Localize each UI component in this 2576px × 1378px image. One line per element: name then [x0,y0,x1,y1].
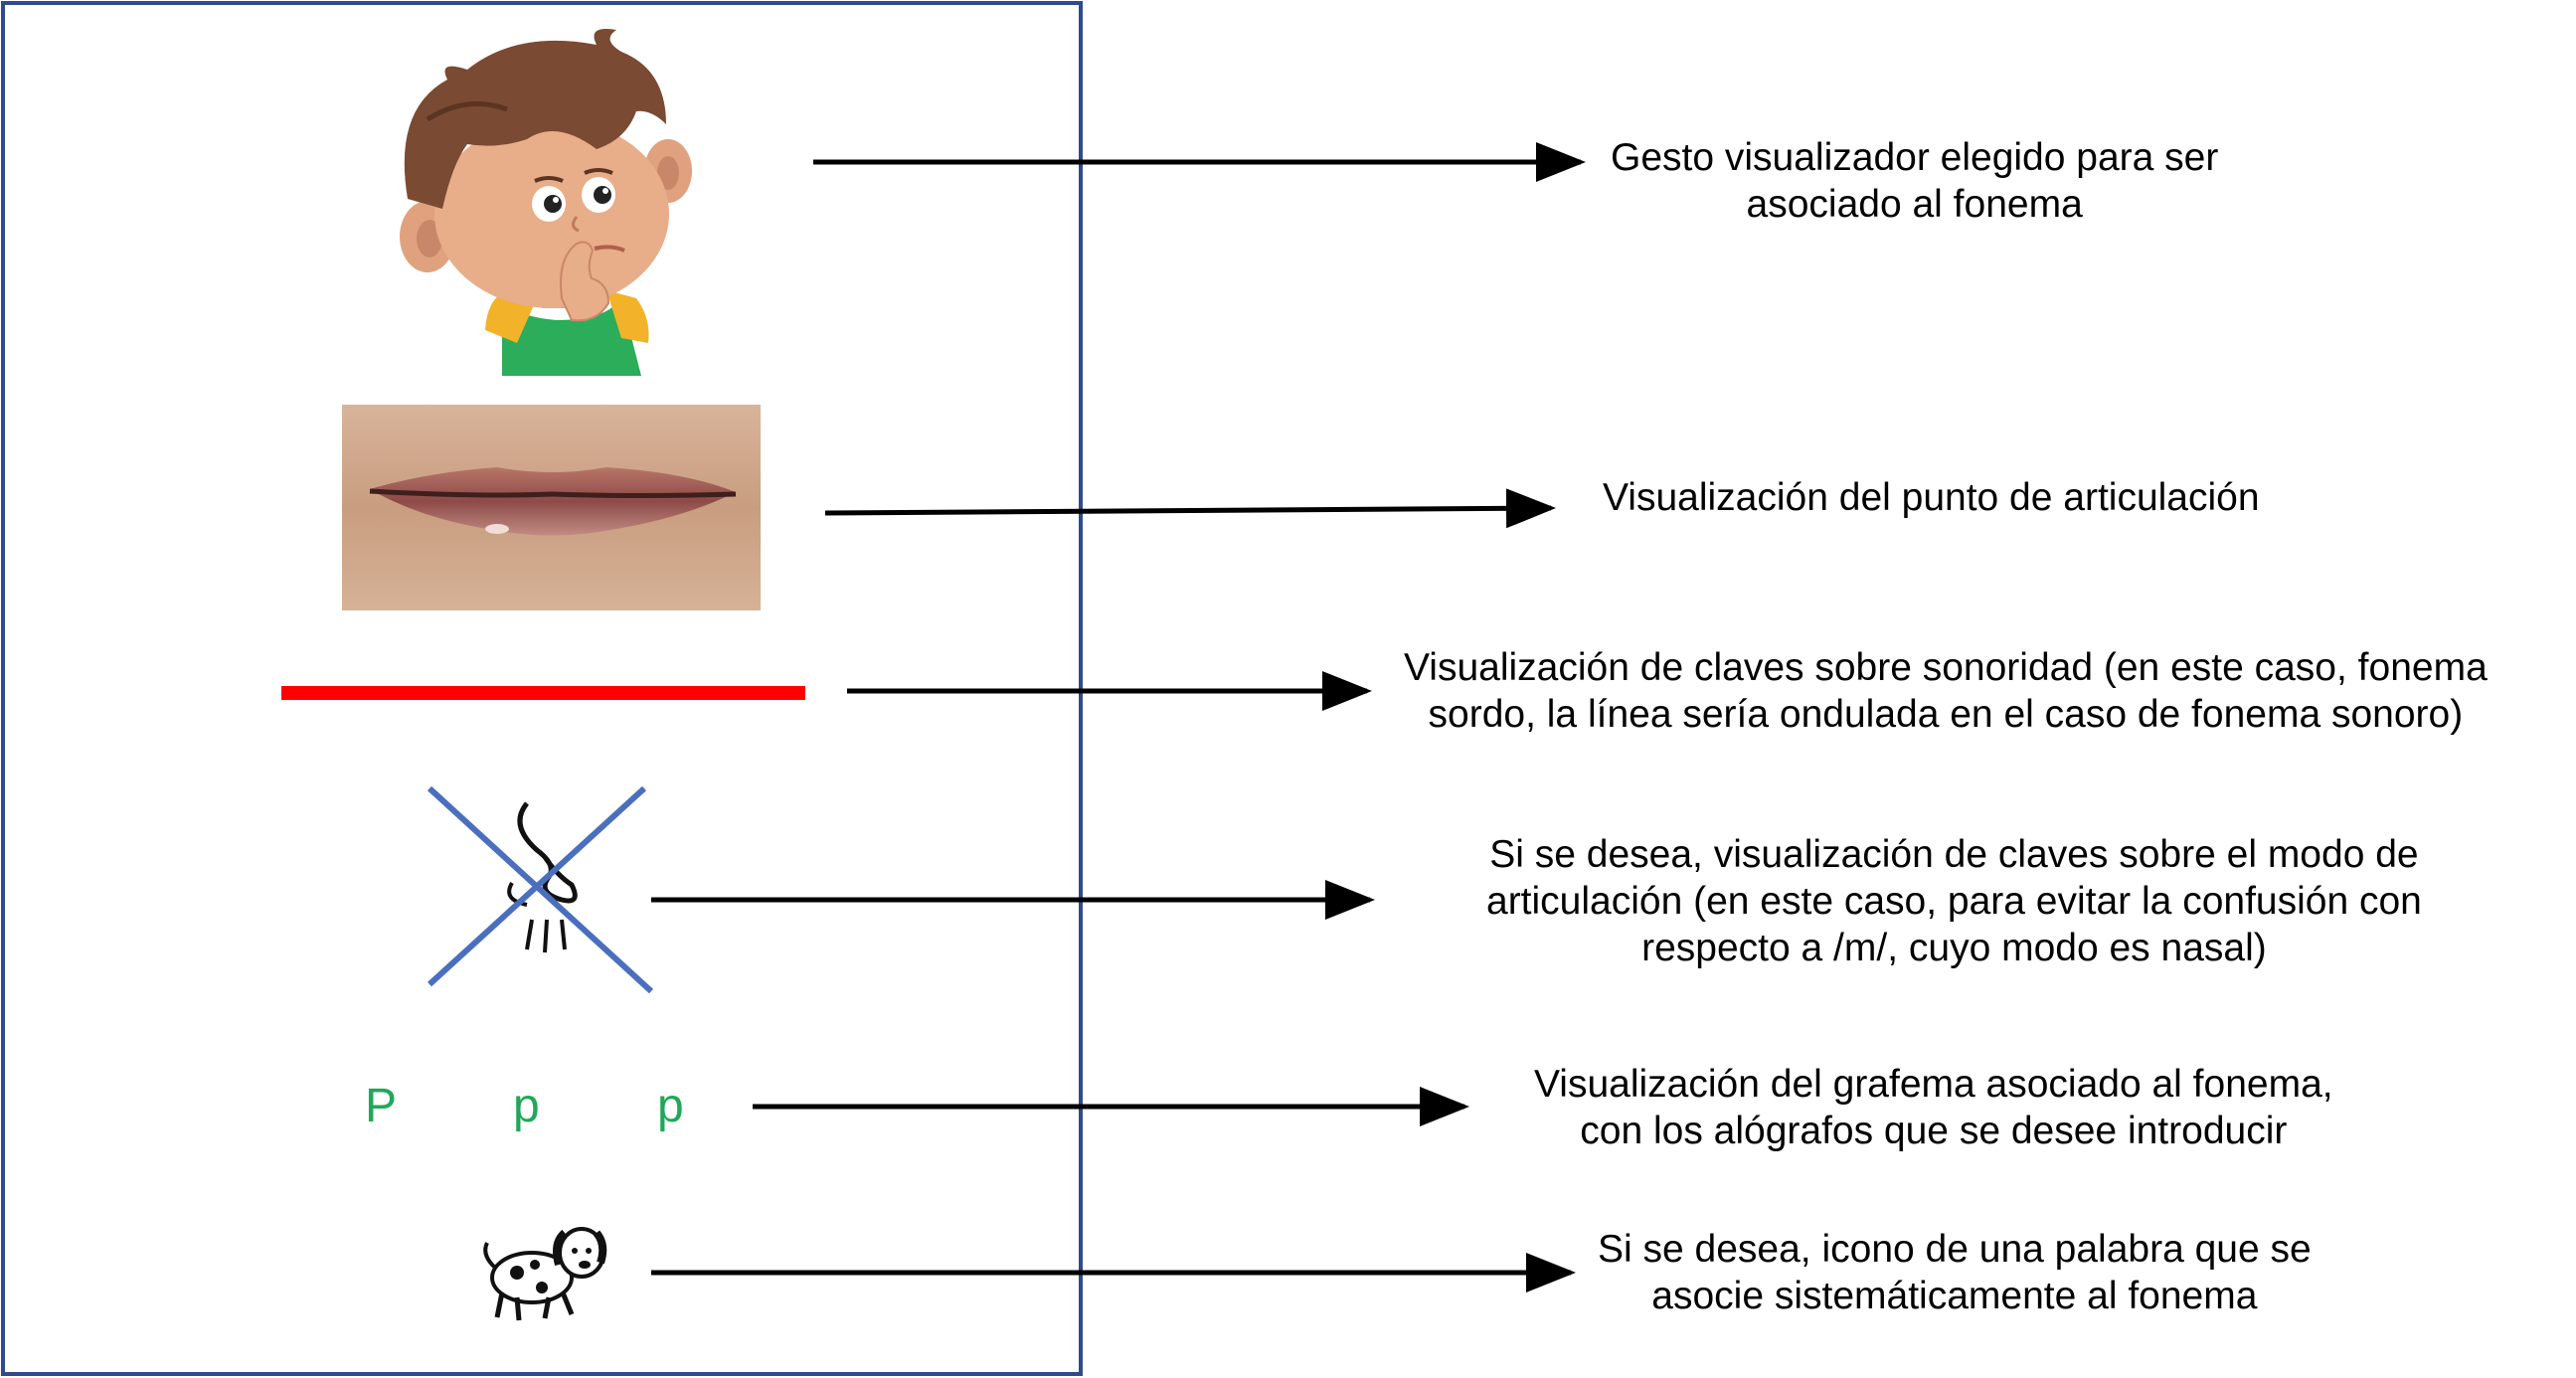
grapheme-lowercase-alt: p [657,1080,684,1132]
description-grapheme: Visualización del grafema asociado al fo… [1534,1063,2333,1152]
description-keyword-icon: Si se desea, icono de una palabra que se… [1598,1228,2312,1317]
arrow-row-2 [824,488,1556,529]
grapheme-lowercase: p [513,1080,540,1132]
arrow-group [651,142,1586,1292]
crossed-nose-icon [427,785,654,994]
voicing-straight-line [281,686,805,700]
grapheme-uppercase: P [365,1080,398,1132]
description-manner: Si se desea, visualización de claves sob… [1486,833,2422,969]
description-gesture: Gesto visualizador elegido para ser asoc… [1611,136,2219,226]
thinking-boy-gesture-icon [400,29,692,376]
description-voicing: Visualización de claves sobre sonoridad … [1404,646,2488,736]
closed-lips-photo [342,405,761,610]
description-articulation-point: Visualización del punto de articulación [1603,476,2260,519]
dog-icon [483,1227,607,1321]
